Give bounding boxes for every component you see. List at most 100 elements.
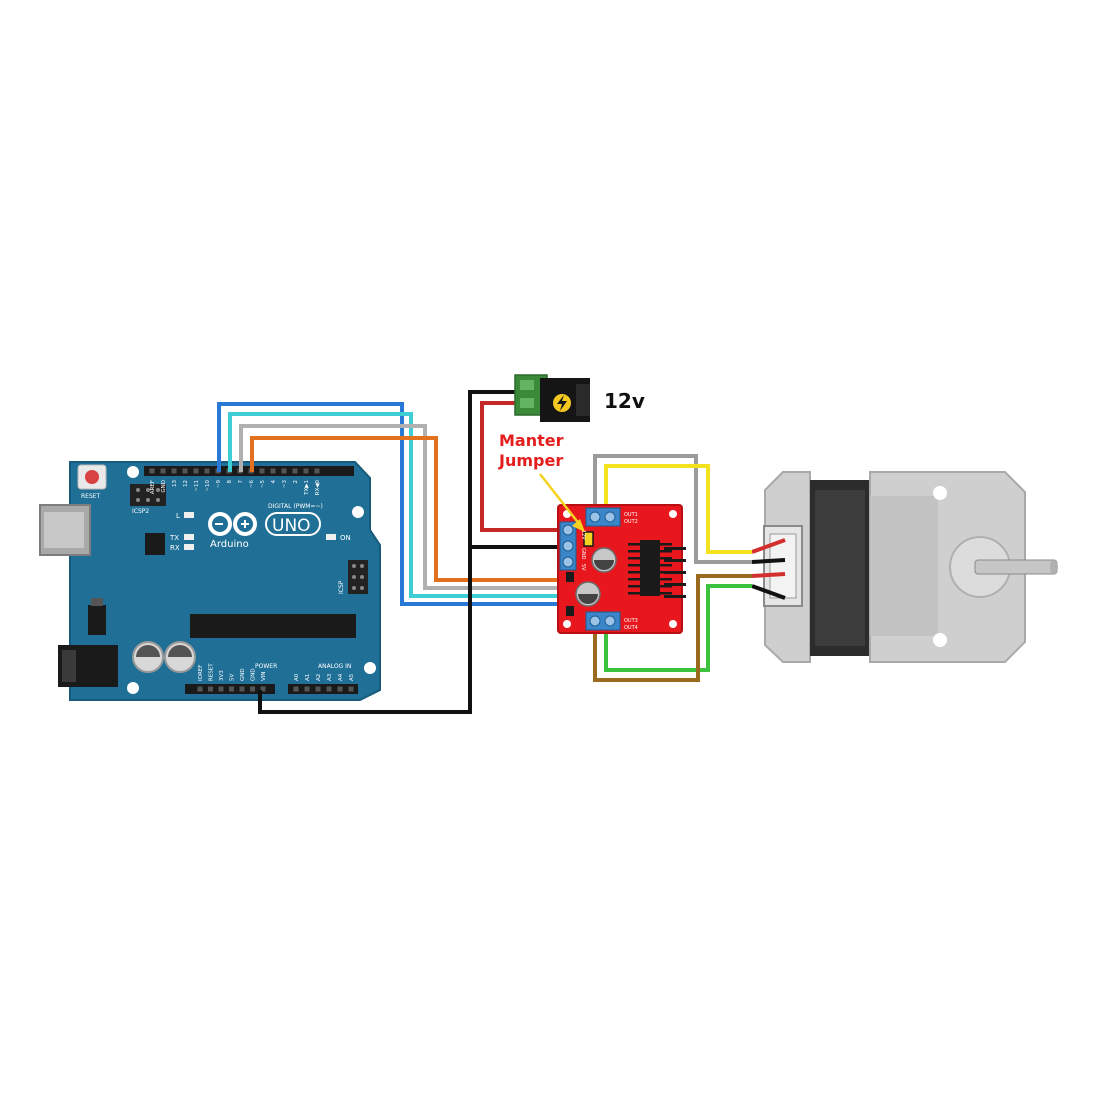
driver-capacitor-mark [578, 594, 598, 604]
label-out4: OUT4 [624, 625, 638, 631]
jumper-annotation-line1: Manter [499, 431, 564, 450]
power-jack-face [576, 384, 590, 416]
reset-button-cap[interactable] [85, 470, 99, 484]
led-on [326, 534, 336, 540]
header-pin[interactable] [193, 468, 199, 474]
header-pin[interactable] [293, 686, 299, 692]
pin-label: GND [240, 668, 246, 681]
wire-out-green [604, 584, 752, 672]
header-pin[interactable] [303, 468, 309, 474]
input-header-pin[interactable] [664, 547, 686, 550]
terminal-screw[interactable] [589, 615, 601, 627]
header-pin[interactable] [160, 468, 166, 474]
jumper-arrow [539, 473, 581, 526]
led-tx [184, 534, 194, 540]
pin-label: A1 [305, 674, 311, 681]
pin-label: 3V3 [219, 670, 225, 681]
pin-label: 12 [183, 480, 189, 487]
main-chip [190, 614, 356, 638]
header-pin[interactable] [208, 686, 213, 692]
header-pin[interactable] [197, 686, 203, 692]
led-tx-label: TX [169, 534, 179, 542]
brand-label: Arduino [210, 539, 249, 550]
header-pin[interactable] [281, 468, 287, 474]
enable-jumper[interactable] [583, 531, 594, 547]
pin-label: VIN [261, 672, 267, 682]
icsp2-label: ICSP2 [132, 508, 149, 515]
pin-label: ~11 [194, 480, 200, 492]
header-pin[interactable] [229, 686, 234, 692]
pin-label: ~6 [249, 480, 255, 489]
input-header-pin[interactable] [664, 595, 686, 598]
chip-pin [628, 578, 640, 581]
infinity-logo-icon [208, 512, 257, 536]
input-header-pin[interactable] [664, 559, 686, 562]
pin-label: ~10 [205, 480, 211, 492]
small-jumper [566, 572, 574, 582]
connector-wire [751, 558, 786, 564]
header-pin[interactable] [149, 468, 155, 474]
header-pin[interactable] [270, 468, 276, 474]
power-jack-pad [520, 398, 534, 408]
terminal-screw[interactable] [562, 524, 574, 536]
header-pin[interactable] [182, 468, 188, 474]
header-pin[interactable] [326, 686, 332, 692]
usb-connector-inner [44, 512, 84, 548]
header-pin[interactable] [218, 686, 224, 692]
header-pin[interactable] [171, 468, 177, 474]
driver-input-header [664, 547, 686, 598]
pin-label: ~3 [282, 480, 288, 489]
mount-hole [127, 682, 139, 694]
header-pin[interactable] [337, 686, 343, 692]
jumper-arrow-head [572, 519, 585, 532]
wire-pin10-in [228, 412, 559, 598]
header-pin[interactable] [314, 468, 320, 474]
terminal-screw[interactable] [604, 511, 616, 523]
header-pin[interactable] [348, 686, 354, 692]
wire-pin11-in [217, 402, 559, 606]
driver-chip [640, 540, 660, 596]
motor-front-flange [870, 496, 938, 636]
pin-label: IOREF [198, 665, 204, 681]
driver-mount-hole [669, 510, 677, 518]
terminal-screw[interactable] [589, 511, 601, 523]
header-pin[interactable] [260, 686, 266, 692]
chip-pin [628, 557, 640, 560]
wires [217, 390, 752, 714]
header-pin[interactable] [250, 686, 255, 692]
header-pin[interactable] [204, 468, 210, 474]
supply-label: 12v [604, 389, 645, 413]
terminal-screw[interactable] [562, 540, 574, 552]
header-pin[interactable] [239, 686, 245, 692]
usb-chip [145, 533, 165, 555]
chip-pin [628, 550, 640, 553]
driver-mount-hole [563, 620, 571, 628]
l298n-driver: OUT1 OUT2 OUT3 OUT4 12V GND 5V [557, 504, 686, 634]
label-out2: OUT2 [624, 519, 638, 525]
header-pin[interactable] [292, 468, 298, 474]
jumper-annotation-line2: Jumper [498, 451, 563, 470]
terminal-screw[interactable] [604, 615, 616, 627]
wire-12v [480, 401, 560, 532]
pin-label: 7 [238, 480, 244, 484]
header-pin[interactable] [304, 686, 310, 692]
input-header-pin[interactable] [664, 571, 686, 574]
analog-header [288, 684, 358, 694]
chip-pin [660, 550, 672, 553]
pin-label: 2 [293, 480, 299, 484]
pin-label: 8 [227, 480, 233, 484]
power-jack-pad [520, 380, 534, 390]
chip-pin [628, 564, 640, 567]
mount-hole [364, 662, 376, 674]
terminal-screw[interactable] [562, 556, 574, 568]
driver-capacitor-mark [594, 560, 614, 570]
chip-pin [660, 564, 672, 567]
header-pin[interactable] [259, 468, 265, 474]
input-header-pin[interactable] [664, 583, 686, 586]
power-header-pins [197, 686, 266, 692]
regulator-chip [88, 605, 106, 635]
header-pin[interactable] [315, 686, 321, 692]
pin-label: GND [251, 668, 257, 681]
